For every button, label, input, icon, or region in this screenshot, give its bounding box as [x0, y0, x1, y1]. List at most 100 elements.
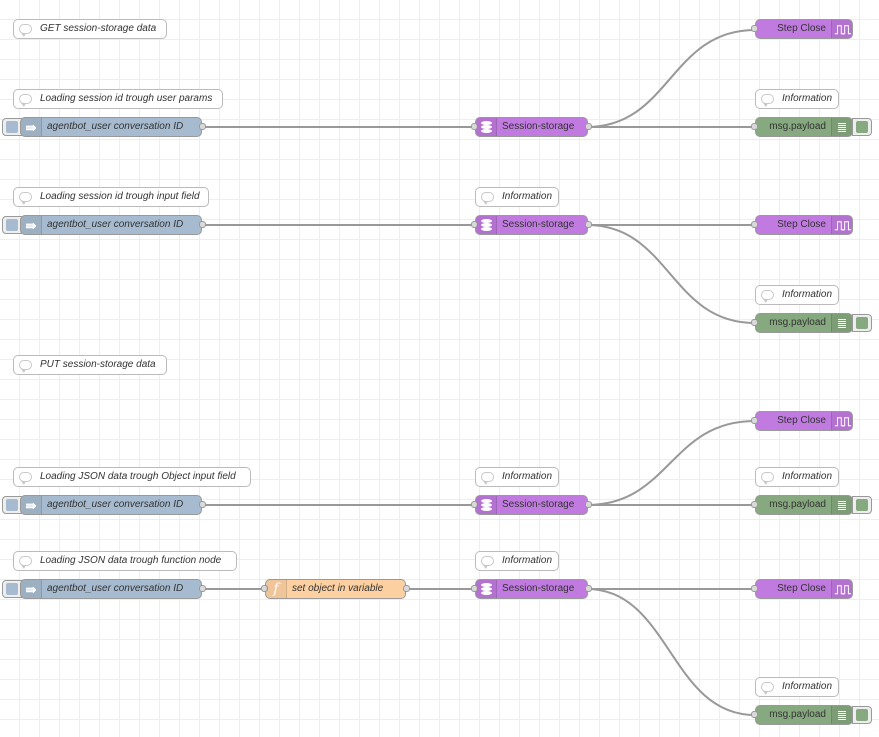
session-storage-node[interactable]: Session-storage	[471, 117, 592, 137]
inject-node[interactable]: ⇛ agentbot_user conversation ID	[20, 495, 206, 515]
session-storage-node[interactable]: Session-storage	[471, 579, 592, 599]
debug-toggle-button[interactable]	[852, 314, 872, 332]
comment-label: PUT session-storage data	[40, 359, 156, 370]
step-close-node[interactable]: Step Close ⎍⎍	[751, 411, 853, 431]
output-port[interactable]	[585, 585, 592, 592]
output-port[interactable]	[403, 585, 410, 592]
speech-bubble-icon	[761, 290, 774, 303]
speech-bubble-icon	[19, 556, 32, 569]
speech-bubble-icon	[19, 360, 32, 373]
inject-label: agentbot_user conversation ID	[47, 499, 184, 510]
input-port[interactable]	[751, 501, 758, 508]
list-icon	[831, 118, 852, 136]
function-label: set object in variable	[292, 583, 384, 594]
debug-label: msg.payload	[769, 499, 826, 510]
close-label: Step Close	[777, 219, 826, 230]
debug-node[interactable]: msg.payload	[751, 117, 853, 137]
speech-bubble-icon	[481, 472, 494, 485]
output-port[interactable]	[585, 123, 592, 130]
debug-toggle-button[interactable]	[852, 706, 872, 724]
close-label: Step Close	[777, 415, 826, 426]
comment-label: Loading session id trough input field	[40, 191, 200, 202]
output-port[interactable]	[199, 221, 206, 228]
inject-trigger-button[interactable]	[2, 216, 22, 234]
comment-information[interactable]: Information	[755, 285, 839, 305]
wire	[586, 588, 756, 716]
comment-get-section[interactable]: GET session-storage data	[13, 19, 167, 39]
debug-toggle-button[interactable]	[852, 496, 872, 514]
database-icon	[476, 496, 497, 514]
database-icon	[476, 580, 497, 598]
comment-label: Information	[782, 681, 833, 692]
input-port[interactable]	[751, 123, 758, 130]
inject-node[interactable]: ⇛ agentbot_user conversation ID	[20, 215, 206, 235]
step-close-node[interactable]: Step Close ⎍⎍	[751, 579, 853, 599]
input-port[interactable]	[471, 123, 478, 130]
output-port[interactable]	[585, 221, 592, 228]
debug-label: msg.payload	[769, 121, 826, 132]
comment-information[interactable]: Information	[475, 467, 559, 487]
input-port[interactable]	[751, 417, 758, 424]
input-port[interactable]	[751, 319, 758, 326]
comment-label: Information	[782, 93, 833, 104]
comment-label: Information	[782, 471, 833, 482]
output-port[interactable]	[585, 501, 592, 508]
input-port[interactable]	[751, 25, 758, 32]
comment-user-params[interactable]: Loading session id trough user params	[13, 89, 223, 109]
debug-label: msg.payload	[769, 317, 826, 328]
wire	[586, 29, 756, 128]
session-storage-node[interactable]: Session-storage	[471, 215, 592, 235]
step-close-node[interactable]: Step Close ⎍⎍	[751, 19, 853, 39]
storage-label: Session-storage	[502, 219, 575, 230]
debug-node[interactable]: msg.payload	[751, 495, 853, 515]
comment-put-section[interactable]: PUT session-storage data	[13, 355, 167, 375]
speech-bubble-icon	[481, 192, 494, 205]
inject-label: agentbot_user conversation ID	[47, 583, 184, 594]
storage-label: Session-storage	[502, 583, 575, 594]
inject-arrow-icon: ⇛	[21, 580, 42, 598]
comment-input-field[interactable]: Loading session id trough input field	[13, 187, 209, 207]
input-port[interactable]	[261, 585, 268, 592]
comment-information[interactable]: Information	[755, 467, 839, 487]
session-storage-node[interactable]: Session-storage	[471, 495, 592, 515]
speech-bubble-icon	[761, 682, 774, 695]
inject-arrow-icon: ⇛	[21, 216, 42, 234]
debug-node[interactable]: msg.payload	[751, 705, 853, 725]
debug-label: msg.payload	[769, 709, 826, 720]
speech-bubble-icon	[481, 556, 494, 569]
input-port[interactable]	[471, 221, 478, 228]
inject-node[interactable]: ⇛ agentbot_user conversation ID	[20, 579, 206, 599]
speech-bubble-icon	[19, 472, 32, 485]
comment-information[interactable]: Information	[475, 551, 559, 571]
output-port[interactable]	[199, 501, 206, 508]
debug-node[interactable]: msg.payload	[751, 313, 853, 333]
comment-label: Loading JSON data trough Object input fi…	[40, 471, 236, 482]
comment-object-input[interactable]: Loading JSON data trough Object input fi…	[13, 467, 251, 487]
comment-information[interactable]: Information	[755, 89, 839, 109]
input-port[interactable]	[471, 501, 478, 508]
function-node[interactable]: f set object in variable	[261, 579, 410, 599]
comment-information[interactable]: Information	[475, 187, 559, 207]
output-port[interactable]	[199, 585, 206, 592]
comment-function-node[interactable]: Loading JSON data trough function node	[13, 551, 237, 571]
inject-trigger-button[interactable]	[2, 580, 22, 598]
output-port[interactable]	[199, 123, 206, 130]
debug-toggle-button[interactable]	[852, 118, 872, 136]
wire	[586, 224, 756, 324]
list-icon	[831, 496, 852, 514]
comment-label: Loading session id trough user params	[40, 93, 213, 104]
input-port[interactable]	[751, 221, 758, 228]
input-port[interactable]	[751, 585, 758, 592]
database-icon	[476, 216, 497, 234]
comment-information[interactable]: Information	[755, 677, 839, 697]
input-port[interactable]	[751, 711, 758, 718]
close-label: Step Close	[777, 23, 826, 34]
speech-bubble-icon	[19, 94, 32, 107]
step-close-node[interactable]: Step Close ⎍⎍	[751, 215, 853, 235]
speech-bubble-icon	[761, 94, 774, 107]
input-port[interactable]	[471, 585, 478, 592]
inject-trigger-button[interactable]	[2, 496, 22, 514]
inject-trigger-button[interactable]	[2, 118, 22, 136]
inject-node[interactable]: ⇛ agentbot_user conversation ID	[20, 117, 206, 137]
